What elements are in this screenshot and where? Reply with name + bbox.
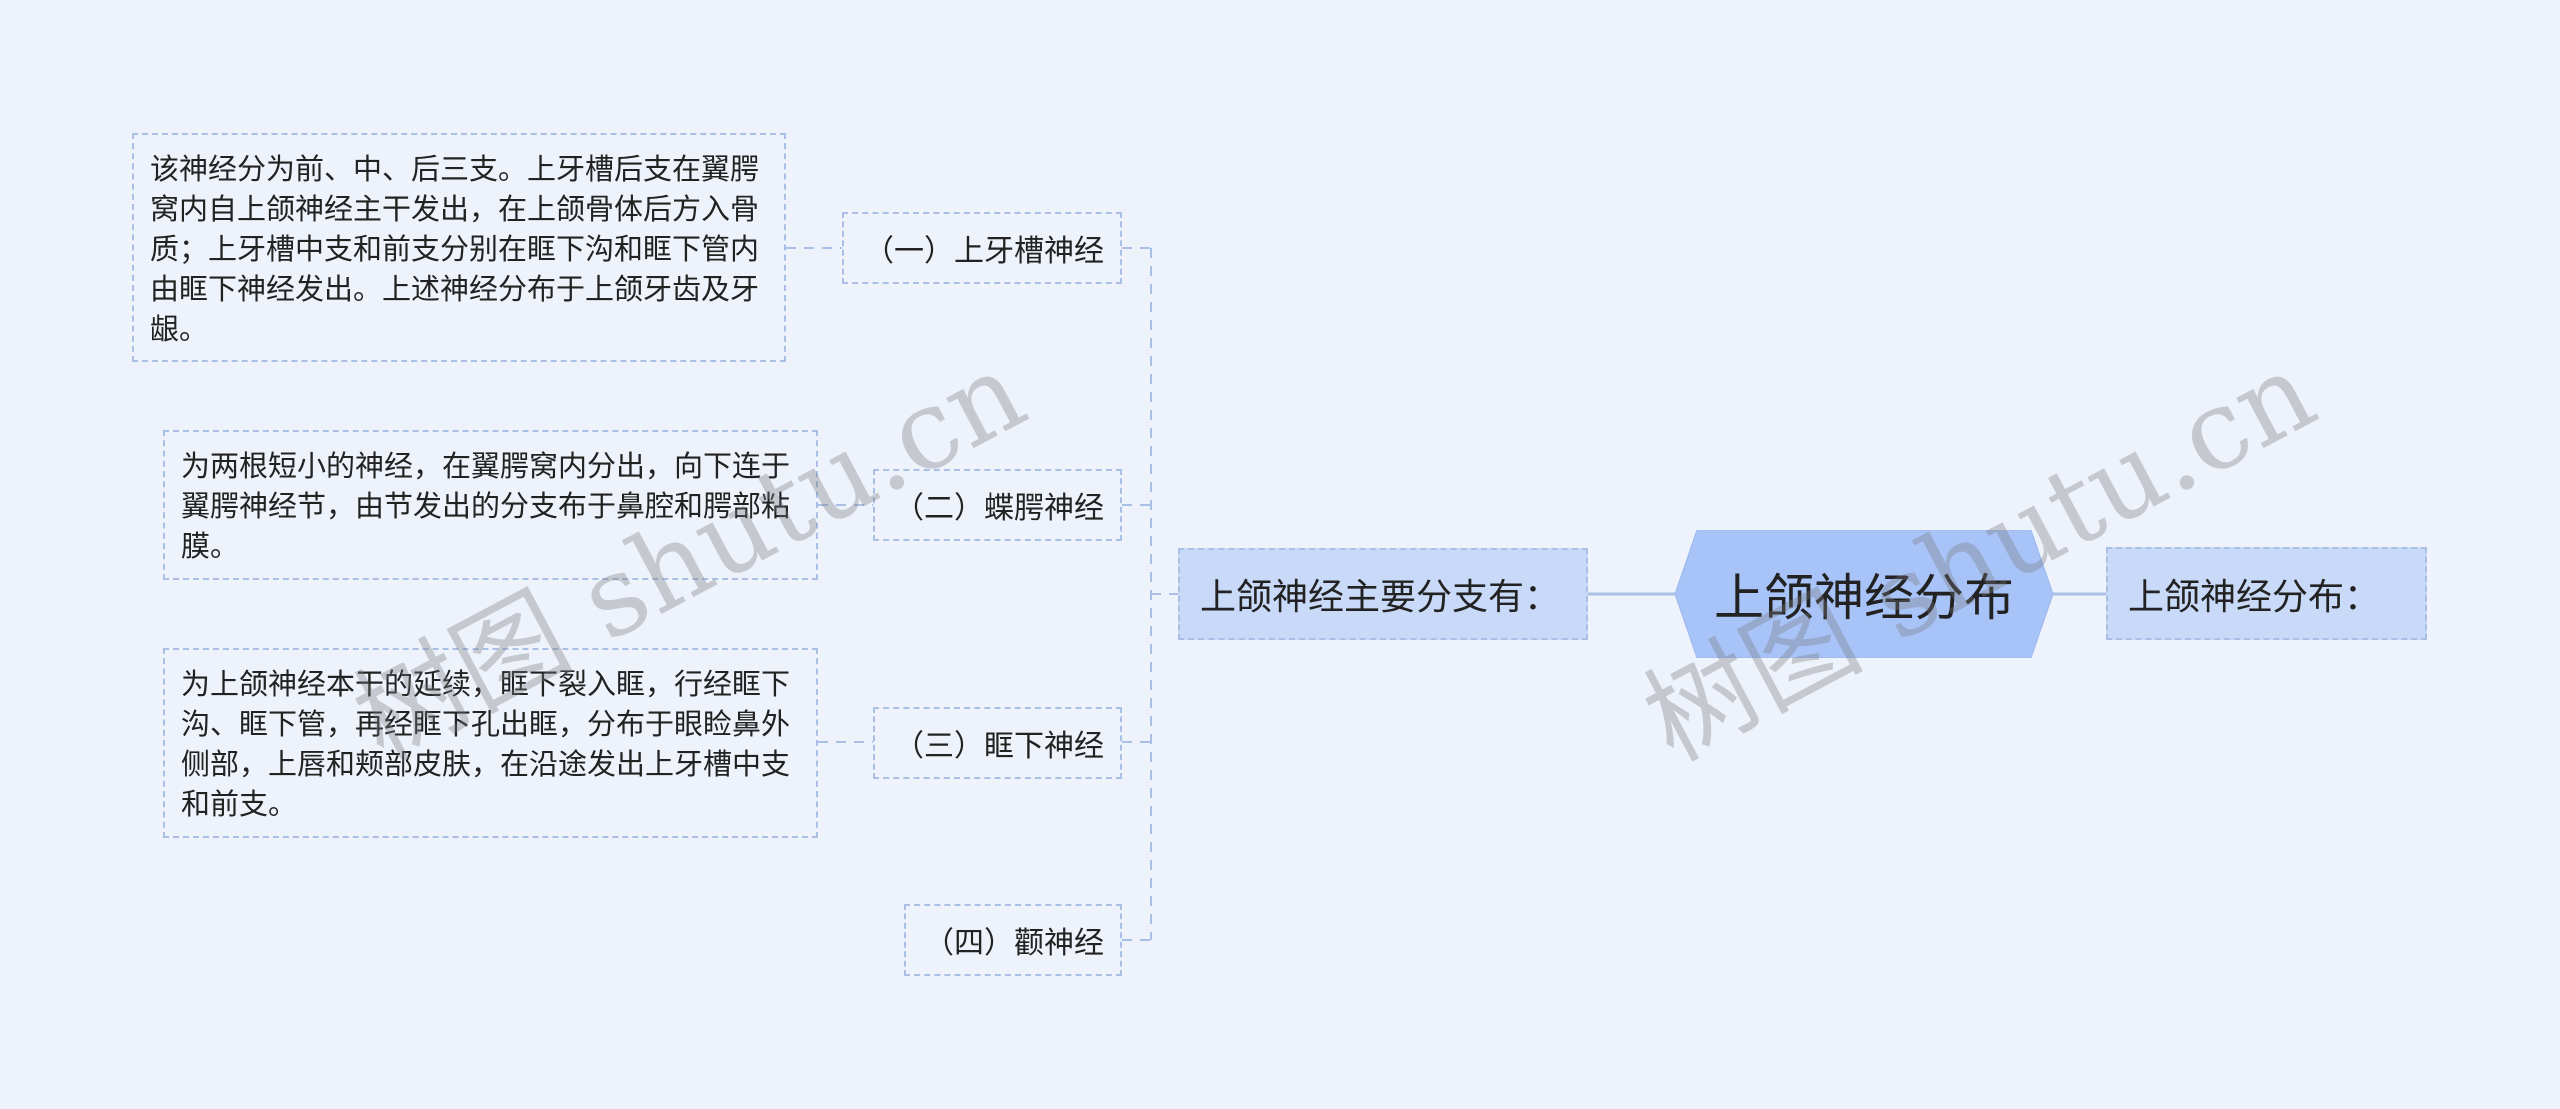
branch-node-superior-alveolar[interactable]: （一）上牙槽神经 bbox=[842, 212, 1122, 284]
root-node[interactable]: 上颌神经分布 bbox=[1675, 530, 2053, 658]
branch-label: （二）蝶腭神经 bbox=[894, 491, 1104, 526]
main-branches-label: 上颌神经主要分支有： bbox=[1200, 577, 1561, 618]
description-box-3[interactable]: 为上颌神经本干的延续，眶下裂入眶，行经眶下沟、眶下管，再经眶下孔出眶，分布于眼睑… bbox=[163, 648, 818, 838]
branch-label: （一）上牙槽神经 bbox=[864, 234, 1104, 269]
description-text: 该神经分为前、中、后三支。上牙槽后支在翼腭窝内自上颌神经主干发出，在上颌骨体后方… bbox=[150, 152, 760, 346]
branch-node-sphenopalatine[interactable]: （二）蝶腭神经 bbox=[873, 469, 1122, 541]
root-label: 上颌神经分布 bbox=[1714, 569, 2014, 627]
branch-label: （三）眶下神经 bbox=[894, 729, 1104, 764]
description-text: 为上颌神经本干的延续，眶下裂入眶，行经眶下沟、眶下管，再经眶下孔出眶，分布于眼睑… bbox=[181, 667, 791, 821]
root-node-shape bbox=[1675, 530, 2053, 658]
branch-label: （四）颧神经 bbox=[924, 926, 1104, 961]
description-box-2[interactable]: 为两根短小的神经，在翼腭窝内分出，向下连于翼腭神经节，由节发出的分支布于鼻腔和腭… bbox=[163, 430, 818, 580]
description-box-1[interactable]: 该神经分为前、中、后三支。上牙槽后支在翼腭窝内自上颌神经主干发出，在上颌骨体后方… bbox=[132, 133, 786, 362]
distribution-label: 上颌神经分布： bbox=[2128, 576, 2381, 618]
branch-node-zygomatic[interactable]: （四）颧神经 bbox=[904, 904, 1122, 976]
distribution-node[interactable]: 上颌神经分布： bbox=[2106, 547, 2427, 640]
branch-node-infraorbital[interactable]: （三）眶下神经 bbox=[873, 707, 1122, 779]
main-branches-node[interactable]: 上颌神经主要分支有： bbox=[1178, 548, 1588, 640]
description-text: 为两根短小的神经，在翼腭窝内分出，向下连于翼腭神经节，由节发出的分支布于鼻腔和腭… bbox=[181, 449, 791, 563]
